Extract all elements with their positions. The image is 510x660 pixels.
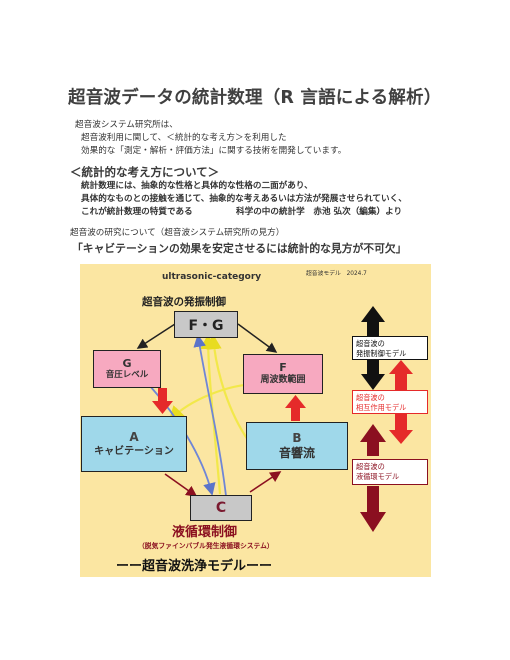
red-arrow-b-to-f-head <box>285 395 306 408</box>
side-darkred-down-arrow <box>360 486 386 532</box>
figure-model-date: 超音波モデル 2024.7 <box>306 271 367 277</box>
quote: 「キャビテーションの効果を安定させるには統計的な見方が不可欠」 <box>72 242 407 255</box>
arrow-a-to-c <box>164 473 198 497</box>
research-note: 超音波の研究について（超音波システム研究所の見方） <box>70 228 285 238</box>
c-box: C <box>190 495 252 521</box>
red-arrow-g-to-a-head <box>152 401 173 414</box>
side-mid-line-1: 超音波の <box>356 393 385 402</box>
side-red-up-arrow <box>389 360 413 390</box>
arrow-c-to-b <box>249 471 282 493</box>
arrow-fg-to-g <box>136 323 176 349</box>
section-line-2: 具体的なものとの接触を通じて、抽象的な考えあるいは方法が発展させられていく、 <box>81 194 407 204</box>
c-box-letter: C <box>215 500 227 516</box>
side-top-line-1: 超音波の <box>356 339 385 348</box>
side-label-interaction-model: 超音波の 相互作用モデル <box>352 390 428 414</box>
section-heading: ＜統計的な考え方について＞ <box>70 165 220 179</box>
fg-box-label: F・G <box>188 317 224 334</box>
side-darkred-up-arrow <box>360 424 386 456</box>
circulation-control-label: 液循環制御 <box>172 525 238 540</box>
figure-arrows <box>136 306 413 532</box>
fg-box: F・G <box>174 311 238 338</box>
intro-line-2: 超音波利用に関して、＜統計的な考え方＞を利用した <box>81 133 287 143</box>
side-black-down-arrow <box>361 360 385 390</box>
intro-line-1: 超音波システム研究所は、 <box>75 120 178 130</box>
side-top-line-2: 発振制御モデル <box>356 348 407 358</box>
section-line-1: 統計数理には、抽象的な性格と具体的な性格の二面があり、 <box>81 181 313 191</box>
oscillation-control-label: 超音波の発振制御 <box>142 296 226 308</box>
red-arrow-g-to-a-shaft <box>158 388 167 402</box>
intro-line-3: 効果的な「測定・解析・評価方法」に関する技術を開発しています。 <box>81 146 347 156</box>
side-label-oscillation-model: 超音波の 発振制御モデル <box>352 336 428 360</box>
f-box-label: 周波数範囲 <box>260 375 306 385</box>
yellow-arrow-b-to-fg <box>206 333 249 441</box>
ultrasonic-cleaning-model-figure: ultrasonic-category 超音波モデル 2024.7 超音波の発振… <box>80 264 431 577</box>
b-box-letter: B <box>292 431 302 445</box>
b-box: B 音響流 <box>246 422 348 470</box>
side-red-down-arrow <box>389 414 413 444</box>
section-line-3: これが統計数理の特質である <box>81 207 193 217</box>
g-box: G 音圧レベル <box>93 350 161 388</box>
a-box-letter: A <box>129 429 139 444</box>
f-box: F 周波数範囲 <box>243 354 323 394</box>
red-arrow-b-to-f-shaft <box>291 407 300 421</box>
g-box-letter: G <box>122 356 132 370</box>
a-box: A キャビテーション <box>81 416 187 472</box>
circulation-system-label: （脱気ファインバブル発生液循環システム） <box>138 542 274 550</box>
figure-footer: ーー超音波洗浄モデルーー <box>116 559 273 574</box>
side-bottom-line-2: 液循環モデル <box>356 471 400 481</box>
g-box-label: 音圧レベル <box>105 369 149 380</box>
side-mid-line-2: 相互作用モデル <box>356 402 407 412</box>
arrow-fg-to-f <box>237 323 278 353</box>
a-box-label: キャビテーション <box>94 445 174 457</box>
page-title: 超音波データの統計数理（R 言語による解析） <box>68 88 442 108</box>
side-black-up-arrow <box>361 306 385 336</box>
b-box-label: 音響流 <box>278 446 315 460</box>
side-label-circulation-model: 超音波の 液循環モデル <box>352 459 428 485</box>
blue-arrow-c-to-fg <box>193 334 227 497</box>
yellow-arrow-c-to-fg <box>200 333 222 495</box>
figure-category: ultrasonic-category <box>162 272 262 282</box>
citation: 科学の中の統計学 赤池 弘次（編集）より <box>236 207 403 217</box>
side-bottom-line-1: 超音波の <box>356 462 385 471</box>
f-box-letter: F <box>279 361 287 374</box>
